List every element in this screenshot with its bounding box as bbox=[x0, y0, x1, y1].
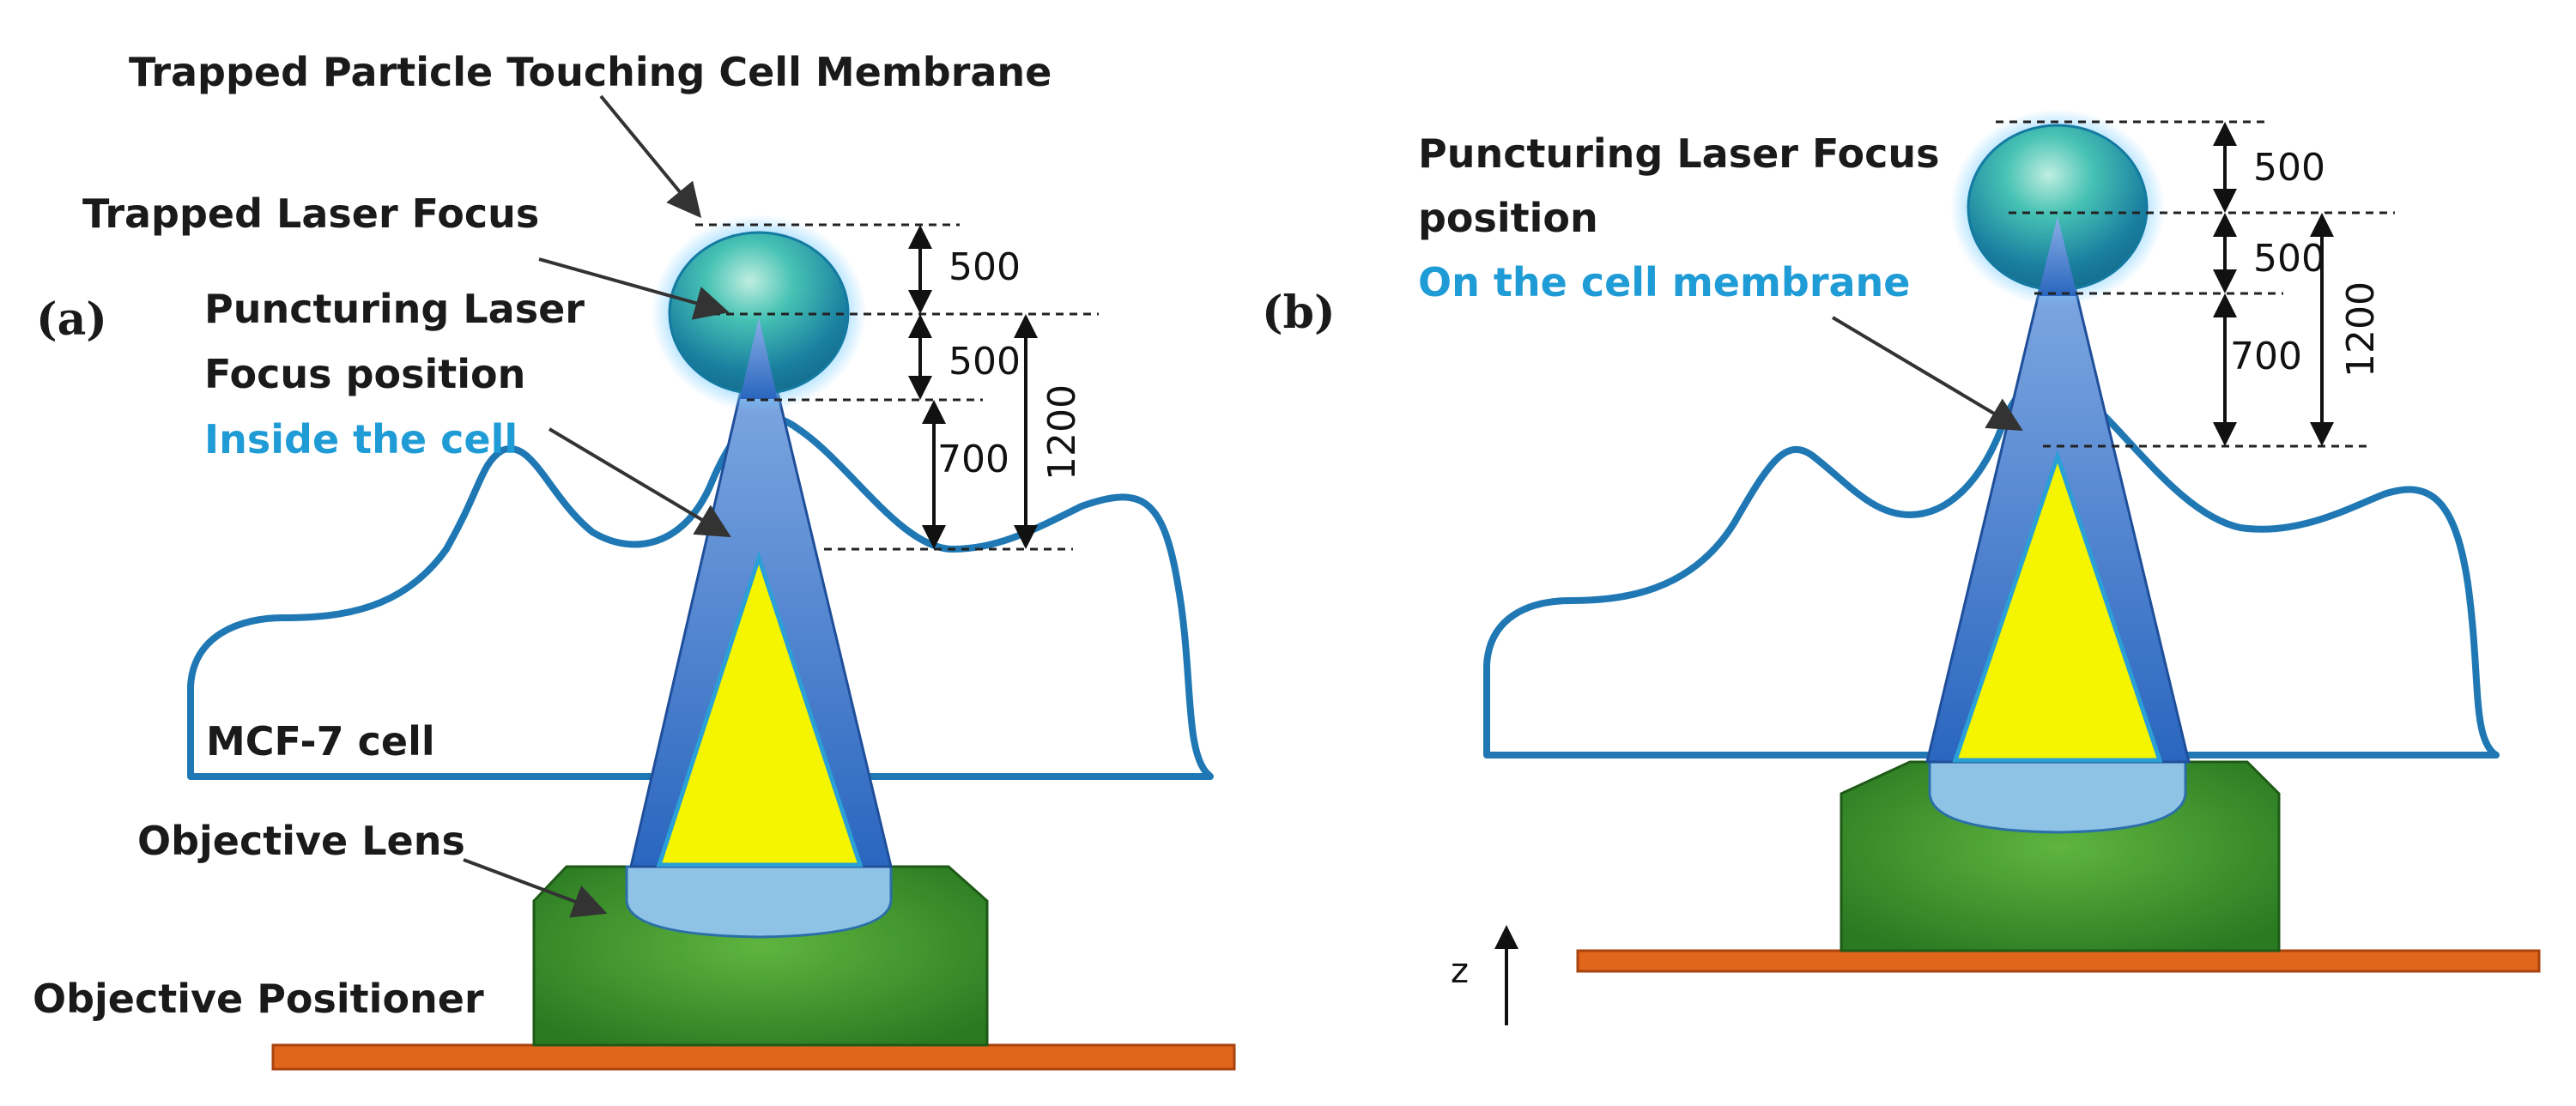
dim-arrow-500-bottom bbox=[908, 314, 932, 400]
panel-b: (b) bbox=[1262, 109, 2541, 1025]
label-puncturing-line1-b: Puncturing Laser Focus bbox=[1418, 130, 1940, 177]
label-puncturing-line1: Puncturing Laser bbox=[204, 286, 585, 332]
objective-lens-b bbox=[1928, 760, 2187, 834]
pointer-trapped-focus bbox=[538, 257, 730, 320]
label-trapped-particle: Trapped Particle Touching Cell Membrane bbox=[129, 49, 1052, 95]
label-puncturing-line2: Focus position bbox=[204, 351, 525, 397]
dim-label-500-top: 500 bbox=[949, 245, 1021, 289]
pointer-puncture-focus bbox=[548, 427, 731, 538]
laser-beam-tip bbox=[740, 317, 778, 399]
panel-a-tag: (a) bbox=[36, 293, 107, 346]
pointer-objective-lens bbox=[463, 858, 608, 918]
label-trapped-focus: Trapped Laser Focus bbox=[82, 190, 539, 237]
label-objective-lens: Objective Lens bbox=[137, 818, 465, 864]
dim-label-1200: 1200 bbox=[1040, 384, 1084, 480]
laser-cone-yellow-b bbox=[1952, 450, 2163, 763]
dim-label-700-b: 700 bbox=[2230, 335, 2302, 378]
objective-positioner-bar-b bbox=[1576, 949, 2541, 973]
pointer-trapped-particle bbox=[599, 94, 702, 219]
laser-beam-tip-b bbox=[2038, 216, 2077, 296]
dim-arrow-1200-b bbox=[2310, 213, 2334, 446]
dim-arrow-700 bbox=[922, 400, 946, 549]
pointer-puncture-focus-b bbox=[1831, 316, 2023, 432]
label-on-membrane-b: On the cell membrane bbox=[1418, 259, 1911, 305]
label-inside-cell: Inside the cell bbox=[204, 416, 518, 462]
dim-label-700: 700 bbox=[937, 438, 1009, 481]
mcf7-cell-outline bbox=[187, 414, 1214, 780]
dim-arrow-500-top bbox=[908, 225, 932, 314]
dim-arrow-500-top-b bbox=[2213, 122, 2237, 213]
objective-positioner-bar bbox=[271, 1043, 1236, 1071]
z-axis-label: z bbox=[1451, 952, 1469, 991]
objective-lens bbox=[625, 865, 893, 939]
label-objective-positioner: Objective Positioner bbox=[33, 976, 484, 1022]
panel-b-tag: (b) bbox=[1262, 287, 1336, 339]
dim-arrow-1200 bbox=[1014, 314, 1038, 549]
dim-arrow-700-b bbox=[2213, 293, 2237, 446]
label-puncturing-line2-b: position bbox=[1418, 195, 1598, 241]
laser-cone-yellow bbox=[656, 550, 864, 867]
dim-label-1200-b: 1200 bbox=[2339, 281, 2383, 378]
label-mcf7-cell: MCF-7 cell bbox=[206, 718, 435, 765]
panel-a: (a) bbox=[33, 49, 1236, 1071]
dim-label-500-top-b: 500 bbox=[2253, 146, 2325, 190]
dim-label-500-bottom-b: 500 bbox=[2253, 237, 2325, 281]
dim-arrow-500-bottom-b bbox=[2213, 213, 2237, 293]
z-axis-arrow bbox=[1494, 925, 1518, 1025]
dim-label-500-bottom: 500 bbox=[949, 340, 1021, 384]
